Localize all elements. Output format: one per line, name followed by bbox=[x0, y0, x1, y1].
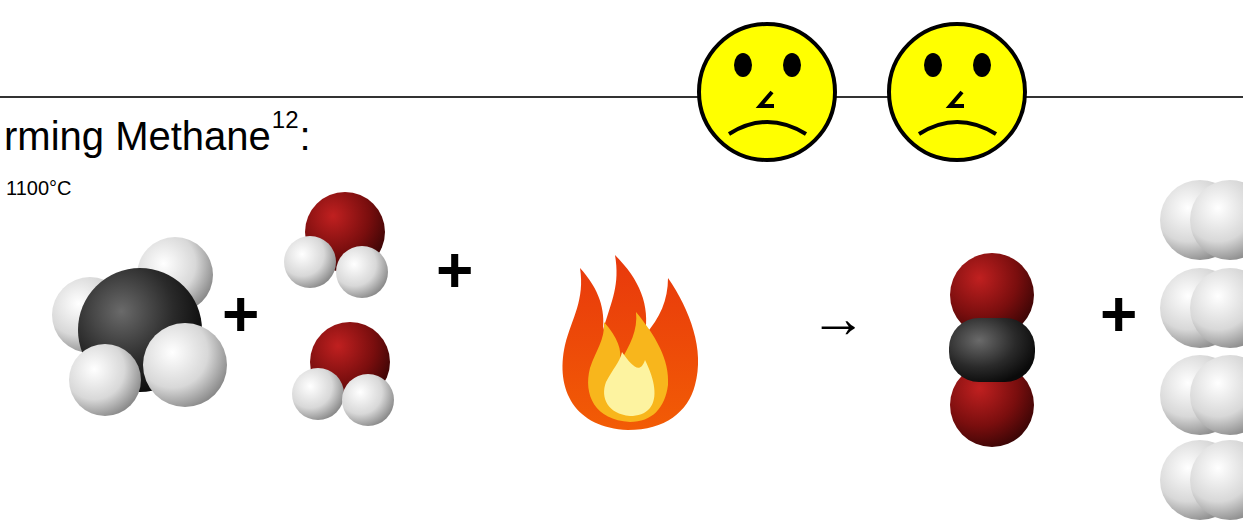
slide-title: rming Methane bbox=[4, 116, 271, 156]
reaction-arrow: → bbox=[810, 290, 866, 346]
plus-sign: + bbox=[222, 282, 259, 346]
header-rule bbox=[0, 96, 1243, 98]
title-colon: : bbox=[300, 116, 311, 156]
methane-molecule bbox=[52, 237, 227, 416]
carbon-dioxide-molecule bbox=[949, 253, 1035, 447]
flame bbox=[563, 255, 699, 430]
temperature-note: 1100°C bbox=[6, 178, 71, 198]
plus-sign: + bbox=[436, 238, 473, 302]
footnote-number: 12 bbox=[272, 108, 299, 132]
plus-sign: + bbox=[1100, 282, 1137, 346]
hydrogen-molecules bbox=[1160, 180, 1243, 520]
water-molecule bbox=[284, 192, 388, 298]
sad-face bbox=[699, 24, 835, 160]
water-molecule bbox=[292, 322, 394, 426]
sad-face bbox=[889, 24, 1025, 160]
